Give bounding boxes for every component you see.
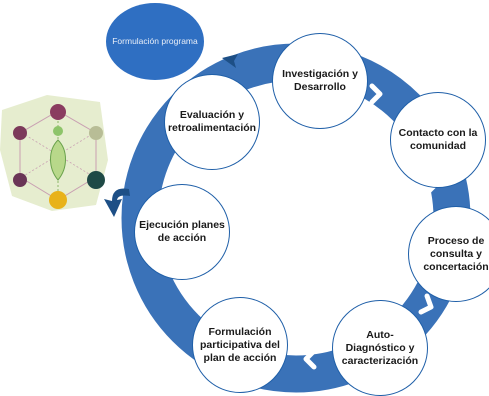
stage-label: Investigación y Desarrollo bbox=[282, 68, 358, 93]
stage-formulacion: Formulación participativa del plan de ac… bbox=[192, 297, 288, 393]
emblem-node-icon bbox=[13, 173, 27, 187]
emblem-node-icon bbox=[50, 104, 66, 120]
program-bubble: Formulación programa bbox=[106, 3, 204, 80]
emblem-node-icon bbox=[13, 126, 27, 140]
chevron-icon bbox=[303, 348, 317, 370]
stage-label: Formulación participativa del plan de ac… bbox=[200, 325, 280, 364]
emblem-node-icon bbox=[49, 191, 67, 209]
stage-autodiagnostico: Auto-Diagnóstico y caracterización bbox=[332, 300, 428, 396]
chevron-icon bbox=[187, 281, 202, 303]
stage-contacto: Contacto con la comunidad bbox=[390, 92, 486, 188]
emblem-node-icon bbox=[89, 126, 103, 140]
stage-label: Auto-Diagnóstico y caracterización bbox=[341, 328, 419, 367]
arrow-to-program-icon bbox=[222, 54, 238, 68]
program-bubble-label: Formulación programa bbox=[112, 36, 198, 46]
arrow-to-emblem-icon bbox=[104, 188, 130, 217]
emblem-node-icon bbox=[87, 171, 105, 189]
stage-investigacion: Investigación y Desarrollo bbox=[272, 33, 368, 129]
stage-label: Contacto con la comunidad bbox=[398, 127, 478, 152]
stage-proceso: Proceso de consulta y concertación bbox=[408, 206, 489, 302]
stage-label: Ejecución planes de acción bbox=[139, 219, 225, 244]
chevron-icon bbox=[418, 293, 434, 315]
chevron-icon bbox=[369, 83, 383, 105]
stage-label: Proceso de consulta y concertación bbox=[423, 234, 489, 273]
stage-ejecucion: Ejecución planes de acción bbox=[134, 184, 230, 280]
stage-label: Evaluación y retroalimentación bbox=[167, 109, 257, 134]
community-emblem bbox=[0, 95, 108, 211]
stage-evaluacion: Evaluación y retroalimentación bbox=[164, 74, 260, 170]
